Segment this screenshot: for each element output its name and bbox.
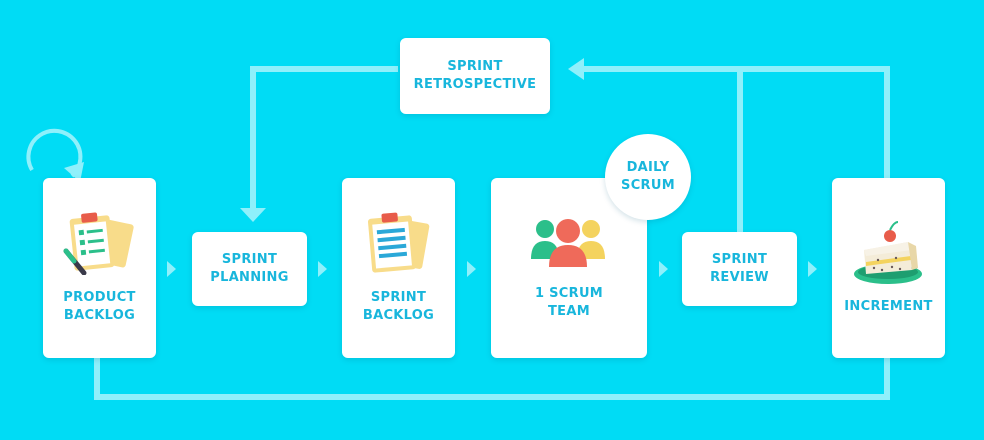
product-backlog-label: PRODUCT BACKLOG: [63, 290, 136, 323]
node-sprint-retrospective[interactable]: SPRINT RETROSPECTIVE: [400, 38, 550, 114]
node-scrum-team[interactable]: 1 SCRUM TEAM: [491, 178, 647, 358]
chevron-5: [808, 261, 817, 277]
increment-to-retro-line: [580, 66, 890, 178]
node-increment[interactable]: INCREMENT: [832, 178, 945, 358]
refresh-arrowhead: [64, 162, 84, 182]
node-daily-scrum[interactable]: DAILY SCRUM: [605, 134, 691, 220]
clipboard-checklist-icon: [63, 212, 134, 275]
team-people-icon: [531, 219, 605, 267]
chevron-2: [318, 261, 327, 277]
sprint-review-label: SPRINT REVIEW: [710, 252, 769, 285]
node-product-backlog[interactable]: PRODUCT BACKLOG: [43, 178, 156, 358]
sprint-retrospective-label: SPRINT RETROSPECTIVE: [413, 59, 537, 92]
increment-label: INCREMENT: [844, 299, 933, 314]
node-sprint-backlog[interactable]: SPRINT BACKLOG: [342, 178, 455, 358]
refresh-arc: [26, 128, 83, 178]
chevron-4: [659, 261, 668, 277]
bottom-loop-line: [94, 358, 890, 400]
clipboard-document-icon: [367, 212, 429, 273]
daily-scrum-label: DAILY SCRUM: [621, 160, 675, 193]
chevron-1: [167, 261, 176, 277]
node-sprint-planning[interactable]: SPRINT PLANNING: [192, 232, 307, 306]
sprint-backlog-label: SPRINT BACKLOG: [362, 290, 435, 323]
chevron-3: [467, 261, 476, 277]
sprint-planning-label: SPRINT PLANNING: [210, 252, 289, 285]
retro-to-planning-line: [250, 66, 398, 210]
arrow-into-planning: [240, 208, 266, 222]
arrow-into-retro: [568, 58, 584, 80]
node-sprint-review[interactable]: SPRINT REVIEW: [682, 232, 797, 306]
scrum-team-label: 1 SCRUM TEAM: [534, 286, 604, 319]
cake-slice-icon: [853, 221, 922, 284]
